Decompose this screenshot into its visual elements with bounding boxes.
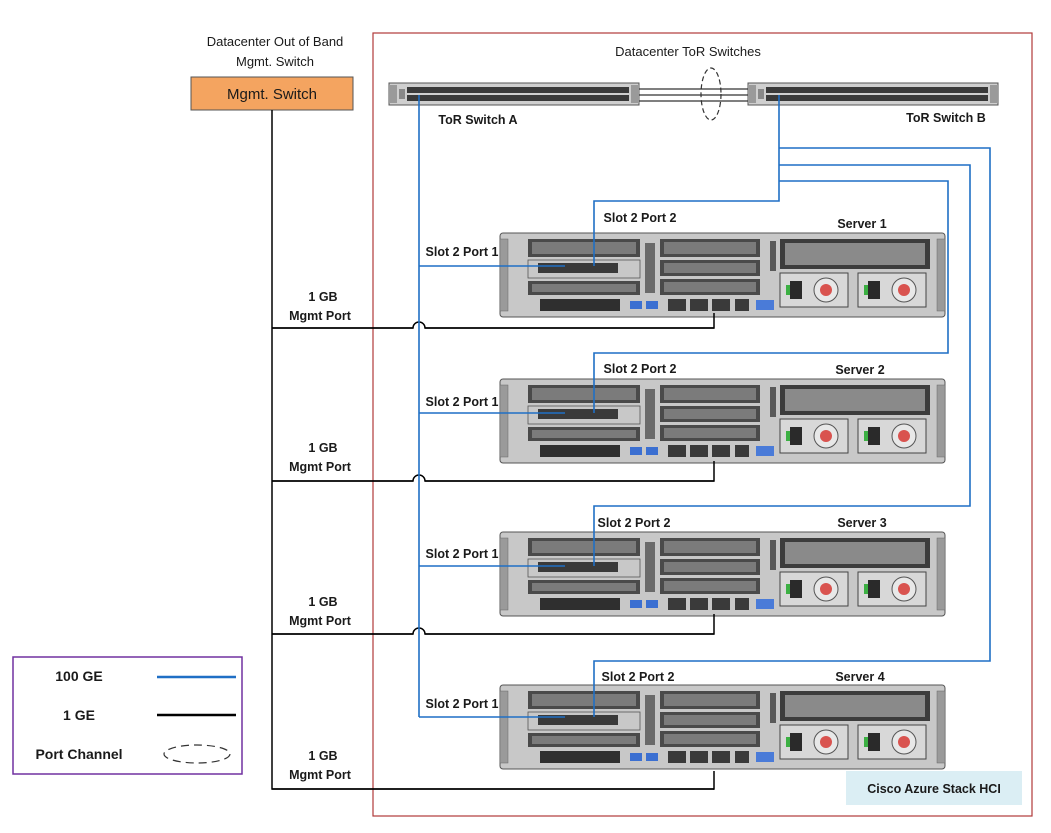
server-3-chassis <box>499 531 946 617</box>
tor-switch-a <box>388 82 640 106</box>
server-1-mgmt-line1: 1 GB <box>308 290 337 304</box>
server-1-chassis <box>499 232 946 318</box>
tor-caption: Datacenter ToR Switches <box>615 44 761 59</box>
legend-port-channel-swatch <box>163 744 231 764</box>
isl-links <box>639 88 748 102</box>
server-2-mgmt-line1: 1 GB <box>308 441 337 455</box>
server-4-label: Server 4 <box>835 670 884 684</box>
legend-1ge-label: 1 GE <box>63 707 95 723</box>
server-2-chassis <box>499 378 946 464</box>
server-3-mgmt-line1: 1 GB <box>308 595 337 609</box>
data-100ge-links <box>418 95 991 718</box>
legend-port-channel-label: Port Channel <box>35 746 122 762</box>
server-4-chassis <box>499 684 946 770</box>
server-3-label: Server 3 <box>837 516 886 530</box>
server-4-mgmt-line1: 1 GB <box>308 749 337 763</box>
tor-switch-b <box>747 82 999 106</box>
server-1-label: Server 1 <box>837 217 886 231</box>
server-2-label: Server 2 <box>835 363 884 377</box>
server-4-slot2port1-label: Slot 2 Port 1 <box>426 697 499 711</box>
oob-caption-line1: Datacenter Out of Band <box>207 34 344 49</box>
server-2-mgmt-line2: Mgmt Port <box>289 460 352 474</box>
legend-100ge-label: 100 GE <box>55 668 102 684</box>
server-3-slot2port2-label: Slot 2 Port 2 <box>598 516 671 530</box>
server-1-slot2port2-label: Slot 2 Port 2 <box>604 211 677 225</box>
oob-caption-line2: Mgmt. Switch <box>236 54 314 69</box>
server-3-mgmt-line2: Mgmt Port <box>289 614 352 628</box>
server-2-slot2port2-label: Slot 2 Port 2 <box>604 362 677 376</box>
tor-switch-b-label: ToR Switch B <box>906 111 986 125</box>
cluster-boundary <box>372 32 1033 817</box>
server-3-slot2port1-label: Slot 2 Port 1 <box>426 547 499 561</box>
server-4-slot2port2-label: Slot 2 Port 2 <box>602 670 675 684</box>
cisco-azure-stack-hci-badge <box>846 771 1022 805</box>
server-4-mgmt-line2: Mgmt Port <box>289 768 352 782</box>
port-channel-ellipse <box>700 67 722 121</box>
mgmt-switch-label: Mgmt. Switch <box>227 86 317 103</box>
tor-switch-a-label: ToR Switch A <box>438 113 517 127</box>
server-2-slot2port1-label: Slot 2 Port 1 <box>426 395 499 409</box>
server-1-mgmt-line2: Mgmt Port <box>289 309 352 323</box>
server-1-slot2port1-label: Slot 2 Port 1 <box>426 245 499 259</box>
badge-label: Cisco Azure Stack HCI <box>867 782 1001 796</box>
mgmt-1ge-overlay <box>272 327 714 790</box>
